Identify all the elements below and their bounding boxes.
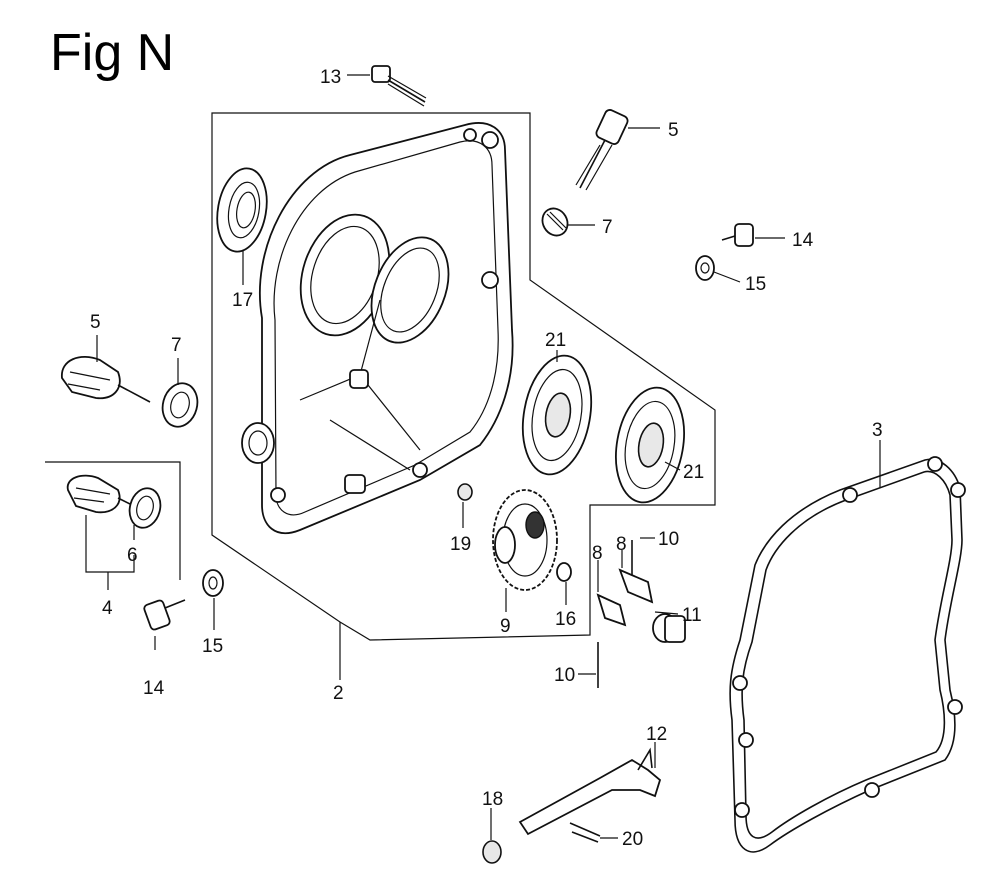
callout-16: 16: [555, 609, 576, 630]
callout-10-lower: 10: [554, 665, 575, 686]
o-ring-7-top-part: [541, 207, 569, 237]
washer-18-part: [482, 840, 502, 864]
oil-filler-cap-5-left-part: [61, 356, 151, 403]
washer-19-part: [457, 483, 473, 501]
gasket-6-part: [128, 487, 162, 529]
callout-13: 13: [320, 67, 341, 88]
crankcase-cover-part: [241, 122, 514, 535]
callout-8-left: 8: [592, 543, 603, 564]
oil-filler-cap-5-top-part: [575, 109, 629, 191]
callout-15-top: 15: [745, 274, 766, 295]
bracket-part-4: [45, 461, 181, 580]
callout-15-left: 15: [202, 636, 223, 657]
callout-18: 18: [482, 789, 503, 810]
callout-12: 12: [646, 724, 667, 745]
governor-gear-9-part: [492, 489, 558, 591]
clip-20-part: [569, 822, 601, 843]
callout-7-left: 7: [171, 335, 182, 356]
leader-lines: [85, 74, 881, 840]
bolt-13-part: [371, 65, 427, 107]
bearing-21-upper-part: [521, 354, 593, 476]
washer-15-top-part: [695, 255, 715, 281]
callout-21-lower: 21: [683, 462, 704, 483]
callout-9: 9: [500, 616, 511, 637]
governor-slider-11-part: [652, 613, 686, 643]
washer-15-left-part: [202, 569, 224, 597]
callout-21-upper: 21: [545, 330, 566, 351]
clip-16-part: [556, 562, 572, 582]
callout-8-right: 8: [616, 534, 627, 555]
governor-shaft-12-part: [518, 747, 662, 836]
callout-5-left: 5: [90, 312, 101, 333]
gasket-3-part: [729, 456, 966, 853]
callout-3: 3: [872, 420, 883, 441]
callout-17: 17: [232, 290, 253, 311]
assembly-boundary: [211, 112, 716, 641]
drain-bolt-14-left-part: [143, 599, 186, 631]
callout-14-top: 14: [792, 230, 814, 251]
governor-holder-8-part: [596, 568, 654, 627]
figure-title: Fig N: [50, 24, 174, 82]
oil-gauge-4-part: [66, 474, 131, 514]
callout-10-upper: 10: [658, 529, 679, 550]
callout-4: 4: [102, 598, 113, 619]
callout-11: 11: [682, 605, 702, 626]
callout-6: 6: [127, 545, 138, 566]
callout-2: 2: [333, 683, 344, 704]
o-ring-7-left-part: [161, 382, 199, 428]
drain-bolt-14-top-part: [721, 223, 754, 247]
callout-5-top: 5: [668, 120, 679, 141]
oil-seal-17-part: [216, 167, 268, 253]
callout-19: 19: [450, 534, 471, 555]
callout-7-top: 7: [602, 217, 613, 238]
bearing-21-lower-part: [615, 386, 685, 504]
callout-14-left: 14: [143, 678, 165, 699]
callout-20: 20: [622, 829, 643, 850]
